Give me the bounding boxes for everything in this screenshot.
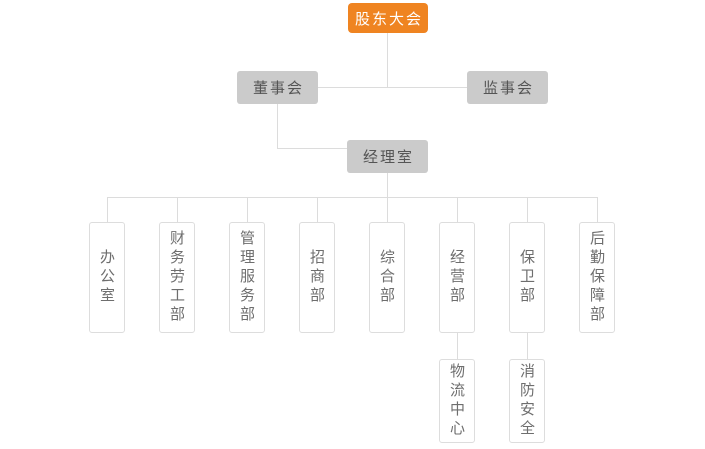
org-node-board-of-directors: 董事会 xyxy=(237,71,318,104)
org-node-label: 保卫部 xyxy=(518,249,536,306)
connector-line xyxy=(107,197,597,198)
org-node-label: 监事会 xyxy=(482,79,534,97)
org-node-investment-dept: 招商部 xyxy=(299,222,335,333)
org-node-label: 办公室 xyxy=(98,249,116,306)
connector-line xyxy=(318,87,467,88)
connector-line xyxy=(457,333,458,359)
org-node-label: 管理服务部 xyxy=(238,230,256,325)
connector-line xyxy=(277,104,278,148)
connector-line xyxy=(177,197,178,222)
connector-line xyxy=(527,333,528,359)
org-node-management-service-dept: 管理服务部 xyxy=(229,222,265,333)
org-node-security-dept: 保卫部 xyxy=(509,222,545,333)
connector-line xyxy=(277,148,347,149)
org-node-logistics-center: 物流中心 xyxy=(439,359,475,443)
org-node-label: 财务劳工部 xyxy=(168,230,186,325)
org-node-label: 物流中心 xyxy=(448,363,466,439)
org-node-label: 股东大会 xyxy=(354,9,423,28)
org-node-label: 综合部 xyxy=(378,249,396,306)
connector-line xyxy=(457,197,458,222)
org-node-finance-labor-dept: 财务劳工部 xyxy=(159,222,195,333)
org-node-label: 经营部 xyxy=(448,249,466,306)
connector-line xyxy=(387,33,388,87)
org-node-manager-office: 经理室 xyxy=(347,140,428,173)
org-node-label: 消防安全 xyxy=(518,363,536,439)
connector-line xyxy=(597,197,598,222)
org-node-label: 后勤保障部 xyxy=(588,230,606,325)
org-node-logistics-support-dept: 后勤保障部 xyxy=(579,222,615,333)
org-node-label: 经理室 xyxy=(362,148,414,166)
org-node-shareholders-meeting: 股东大会 xyxy=(348,3,428,33)
connector-line xyxy=(247,197,248,222)
org-node-general-office: 办公室 xyxy=(89,222,125,333)
connector-line xyxy=(527,197,528,222)
connector-line xyxy=(107,197,108,222)
org-node-label: 董事会 xyxy=(252,79,304,97)
org-node-fire-safety: 消防安全 xyxy=(509,359,545,443)
org-node-operations-dept: 经营部 xyxy=(439,222,475,333)
connector-line xyxy=(387,197,388,222)
org-node-label: 招商部 xyxy=(308,249,326,306)
connector-line xyxy=(387,173,388,197)
org-node-comprehensive-dept: 综合部 xyxy=(369,222,405,333)
connector-line xyxy=(317,197,318,222)
org-node-supervisory-board: 监事会 xyxy=(467,71,548,104)
